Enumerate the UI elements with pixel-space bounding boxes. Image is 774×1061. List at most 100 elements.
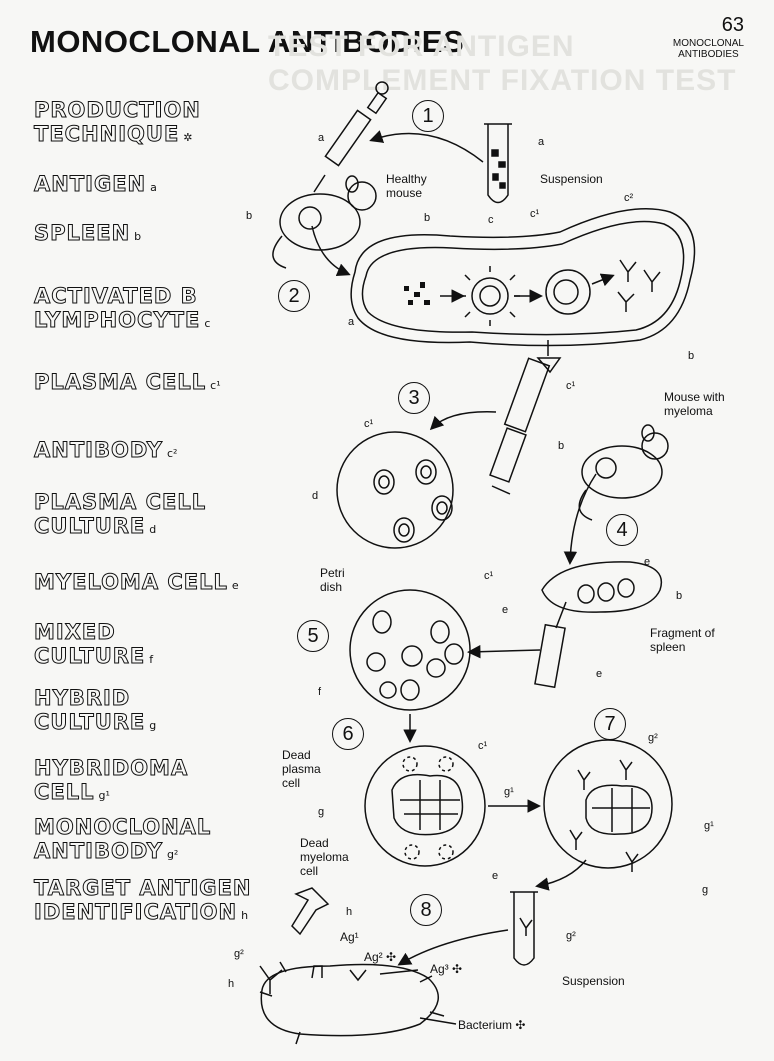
letter-a-spleen: a bbox=[348, 316, 355, 328]
plasma-cell-icon bbox=[545, 269, 591, 315]
arrow-mouse-to-fragment bbox=[563, 473, 597, 565]
sidebar-item-sub: c bbox=[204, 317, 211, 330]
label-fragment-of-spleen: Fragment of spleen bbox=[650, 626, 715, 654]
label-line: cell bbox=[300, 864, 319, 878]
arrow-8 bbox=[397, 929, 509, 966]
letter-c1-syringe: c¹ bbox=[566, 380, 576, 392]
letter-g-dish6: g bbox=[318, 806, 325, 818]
plasma-culture-cells bbox=[373, 459, 453, 543]
step-number-6: 6 bbox=[332, 718, 364, 750]
step-number-1: 1 bbox=[412, 100, 444, 132]
sidebar-item-label2: ANTIBODY bbox=[34, 839, 163, 864]
bleed-through-line2: COMPLEMENT FIXATION TEST bbox=[268, 64, 737, 97]
letter-e-fragment: e bbox=[644, 556, 651, 568]
step-number-3: 3 bbox=[398, 382, 430, 414]
letter-b-myeloma-mouse: b bbox=[558, 440, 565, 452]
letter-b-fragment: b bbox=[676, 590, 683, 602]
letter-g2-bacterium: g² bbox=[234, 948, 244, 960]
letter-c1-dish6: c¹ bbox=[478, 740, 488, 752]
label-line: dish bbox=[320, 580, 343, 594]
antibody-binding-icons bbox=[259, 965, 367, 994]
syringe-3-icon bbox=[489, 357, 551, 495]
step-number-4: 4 bbox=[606, 514, 638, 546]
letter-h-bacterium: h bbox=[228, 978, 235, 990]
myeloma-mouse-icon bbox=[578, 424, 669, 521]
sidebar-item-label: MYELOMA CELL bbox=[34, 570, 228, 595]
letter-a-tube: a bbox=[538, 136, 545, 148]
letter-c1-dish: c¹ bbox=[364, 418, 374, 430]
arrow-7-to-8 bbox=[535, 859, 587, 891]
spleen-fragment-icon bbox=[541, 561, 663, 613]
letter-c1-spleen: c¹ bbox=[530, 208, 540, 220]
letter-b-mouse: b bbox=[246, 210, 253, 222]
letter-g1-dish7: g¹ bbox=[704, 820, 714, 832]
page-number: 63 bbox=[721, 14, 744, 36]
label-line: plasma bbox=[282, 762, 321, 776]
sidebar-item-label: HYBRIDOMA bbox=[33, 756, 189, 781]
label-line: Petri bbox=[320, 566, 345, 580]
letter-e-dish6: e bbox=[492, 870, 499, 882]
sidebar-item-label: ANTIBODY bbox=[34, 438, 163, 463]
label-mouse-with-myeloma: Mouse with myeloma bbox=[664, 390, 725, 418]
step-number-7: 7 bbox=[594, 708, 626, 740]
page-category-line2: ANTIBODIES bbox=[678, 49, 739, 60]
spleen-outline bbox=[350, 207, 696, 347]
bleed-through-text: TEST FOR ANTIGEN COMPLEMENT FIXATION TES… bbox=[268, 30, 736, 98]
label-ag3: Ag³ ✣ bbox=[430, 962, 463, 976]
target-arrow-icon bbox=[291, 887, 330, 936]
sidebar-item-label2: CULTURE bbox=[33, 644, 146, 669]
sidebar-item-sub: g bbox=[149, 719, 157, 732]
healthy-mouse-icon bbox=[272, 175, 377, 269]
step-number-2: 2 bbox=[278, 280, 310, 312]
label-line: myeloma bbox=[664, 404, 713, 418]
sidebar-item-label2: LYMPHOCYTE bbox=[33, 308, 201, 333]
label-line: Dead bbox=[300, 836, 329, 850]
antibody-icons bbox=[617, 259, 661, 312]
arrow-2c bbox=[591, 273, 615, 287]
letter-h-arrow: h bbox=[346, 906, 353, 918]
petri-dish-6 bbox=[364, 745, 486, 867]
sidebar-item-label2: IDENTIFICATION bbox=[33, 900, 238, 925]
sidebar-item-label: HYBRID bbox=[33, 686, 131, 711]
label-dead-myeloma-cell: Dead myeloma cell bbox=[300, 836, 349, 878]
production-line2: TECHNIQUE bbox=[33, 122, 180, 147]
petri-dish-7 bbox=[543, 739, 673, 869]
sidebar-item-sub: d bbox=[149, 523, 157, 536]
sidebar-item-label: PLASMA CELL bbox=[33, 370, 207, 395]
letter-c: c bbox=[488, 214, 494, 226]
antigen-fragments bbox=[404, 282, 430, 305]
sidebar-item-sub: c² bbox=[166, 447, 178, 460]
sidebar-item-sub: a bbox=[150, 181, 157, 194]
petri-dish-3 bbox=[336, 431, 454, 549]
label-ag2: Ag² ✣ bbox=[364, 950, 397, 964]
label-healthy-mouse: Healthy mouse bbox=[386, 172, 427, 200]
leader-bacterium bbox=[419, 1017, 457, 1025]
label-line: Dead bbox=[282, 748, 311, 762]
dead-cells-6 bbox=[402, 756, 454, 860]
petri-dish-5 bbox=[349, 589, 471, 711]
sidebar-item-label: MONOCLONAL bbox=[33, 815, 212, 840]
label-bacterium: Bacterium ✣ bbox=[458, 1018, 526, 1032]
hybridoma-cluster-7 bbox=[585, 784, 653, 835]
letter-g2-dish7: g² bbox=[648, 732, 658, 744]
sidebar-item-label2: CULTURE bbox=[33, 710, 146, 735]
letter-e-syringe: e bbox=[596, 668, 603, 680]
letter-c1-dish5: c¹ bbox=[484, 570, 494, 582]
letter-d: d bbox=[312, 490, 319, 502]
sidebar-item-sub: c¹ bbox=[210, 379, 221, 392]
label-line: mouse bbox=[386, 186, 423, 200]
label-ag1: Ag¹ bbox=[340, 930, 359, 944]
label-dead-plasma-cell: Dead plasma cell bbox=[282, 748, 321, 790]
letter-b-spleen-edge: b bbox=[688, 350, 695, 362]
leader-ag3 bbox=[379, 969, 419, 975]
sidebar-item-label: MIXED bbox=[33, 620, 116, 645]
page-category: MONOCLONAL ANTIBODIES bbox=[673, 38, 744, 60]
step-number-5: 5 bbox=[297, 620, 329, 652]
